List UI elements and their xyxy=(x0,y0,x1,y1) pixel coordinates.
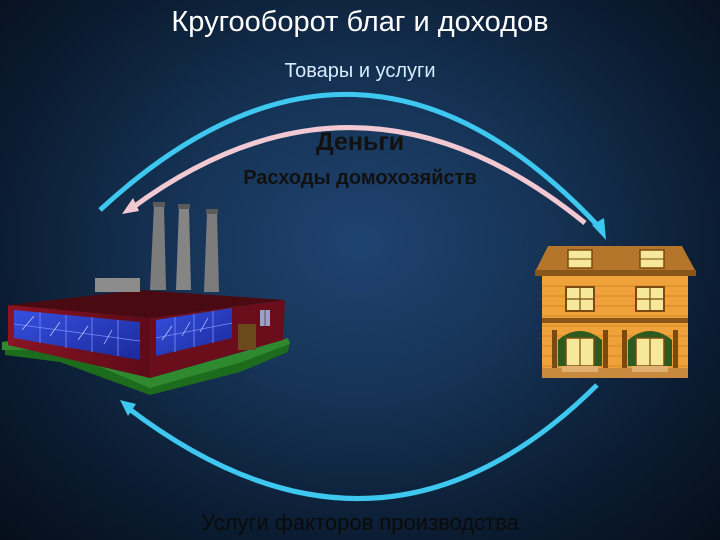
goods-flow-arrow xyxy=(98,92,606,240)
factor-services-label: Услуги факторов производства xyxy=(201,510,519,535)
goods-and-services-label: Товары и услуги xyxy=(284,60,436,82)
factory-icon xyxy=(2,202,290,395)
factor-services-arrow xyxy=(120,383,599,502)
house-icon xyxy=(535,246,696,378)
money-label: Деньги xyxy=(315,128,405,156)
money-flow-arrow xyxy=(122,125,587,225)
household-expenses-label: Расходы домохозяйств xyxy=(243,167,477,189)
page-title: Кругооборот благ и доходов xyxy=(171,6,549,38)
